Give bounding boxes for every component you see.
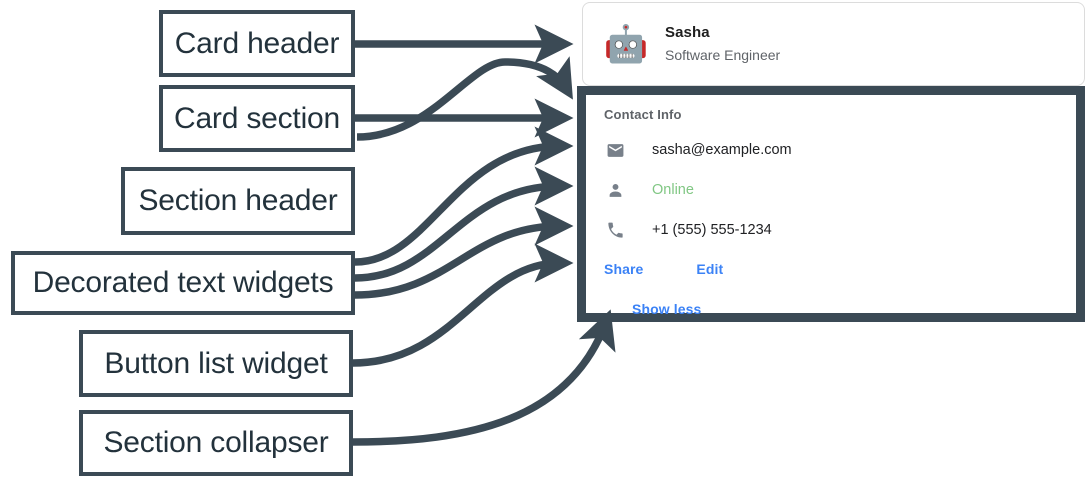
phone-value: +1 (555) 555-1234 <box>652 222 772 238</box>
profile-card: 🤖 Sasha Software Engineer Contact Info s… <box>577 2 1085 322</box>
arrow-decorated-email <box>354 126 574 266</box>
arrow-section-collapser <box>352 309 616 446</box>
callout-label: Button list widget <box>104 346 328 380</box>
card-header-title: Sasha <box>665 23 710 41</box>
card-header[interactable]: 🤖 Sasha Software Engineer <box>582 2 1085 86</box>
button-list-widget: Share Edit <box>604 252 1076 286</box>
avatar-glyph: 🤖 <box>603 23 649 64</box>
callout-section-collapser: Section collapser <box>79 410 353 476</box>
edit-button[interactable]: Edit <box>696 261 724 277</box>
email-icon <box>604 139 626 161</box>
card-header-text: Sasha Software Engineer <box>665 23 780 66</box>
share-button[interactable]: Share <box>604 261 644 277</box>
section-header: Contact Info <box>604 107 682 122</box>
robot-avatar-icon: 🤖 <box>603 23 649 65</box>
callout-label: Card section <box>173 101 340 135</box>
callout-label: Section header <box>138 184 338 217</box>
callout-label: Decorated text widgets <box>32 266 334 299</box>
decorated-text-widget-status[interactable]: Online <box>604 170 1076 210</box>
callout-label: Section collapser <box>103 426 329 459</box>
callout-card-section: Card section <box>159 85 355 152</box>
card-header-subtitle: Software Engineer <box>665 46 781 63</box>
callout-button-list-widget: Button list widget <box>79 330 353 397</box>
arrow-decorated-status <box>354 166 574 282</box>
section-collapser: Show less <box>632 292 1076 326</box>
arrow-decorated-phone <box>354 206 574 299</box>
card-section: Contact Info sasha@example.com <box>577 86 1085 322</box>
callout-decorated-text-widgets: Decorated text widgets <box>11 251 355 315</box>
callout-section-header: Section header <box>121 167 355 235</box>
arrow-button-list <box>352 243 574 367</box>
arrow-section-header <box>356 56 573 141</box>
status-value: Online <box>652 182 694 198</box>
callout-label: Card header <box>174 26 340 60</box>
callout-card-header: Card header <box>159 10 355 77</box>
phone-icon <box>604 219 626 241</box>
decorated-text-widget-phone[interactable]: +1 (555) 555-1234 <box>604 210 1076 250</box>
person-icon <box>604 179 626 201</box>
show-less-button[interactable]: Show less <box>632 301 702 317</box>
card-section-content: Contact Info sasha@example.com <box>586 95 1076 317</box>
decorated-text-widget-email[interactable]: sasha@example.com <box>604 130 1076 170</box>
email-value: sasha@example.com <box>652 142 792 158</box>
